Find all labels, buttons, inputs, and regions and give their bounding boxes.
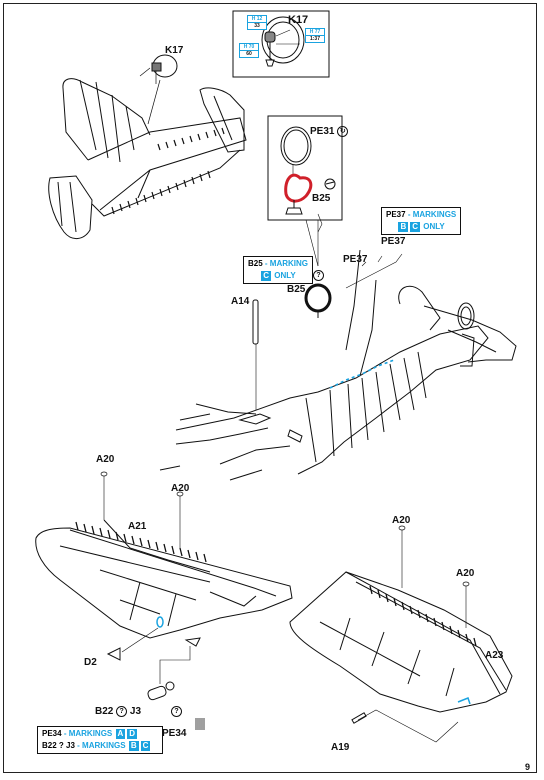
label-pe31: PE31 ↻: [310, 126, 349, 137]
label-a20-3: A20: [392, 515, 411, 526]
label-a20-4: A20: [456, 568, 475, 579]
pin-marks: [100, 471, 470, 587]
label-a14: A14: [231, 296, 250, 307]
label-pe34: PE34: [162, 728, 187, 739]
label-pe37-b: PE37: [381, 236, 406, 247]
left-wing-assembly: [35, 476, 293, 730]
note-b25-marking: B25 - MARKING C ONLY: [243, 256, 314, 284]
label-pe37-a: PE37: [343, 254, 368, 265]
page-number: 9: [525, 762, 531, 772]
label-a23: A23: [485, 650, 504, 661]
label-b25-inset: B25: [312, 193, 331, 204]
label-k17: K17: [165, 45, 184, 56]
label-k17-inset: K17: [288, 14, 309, 26]
question-icon-pe34: ?: [171, 706, 182, 717]
label-a20-2: A20: [171, 483, 190, 494]
fuselage-assembly: [159, 249, 517, 481]
pe31-inset-box: [267, 115, 343, 233]
label-a21: A21: [128, 521, 147, 532]
right-wing-assembly: [289, 530, 513, 743]
label-d2: D2: [84, 657, 97, 668]
label-a19: A19: [331, 742, 350, 753]
label-a20-1: A20: [96, 454, 115, 465]
tail-assembly: [48, 54, 247, 239]
flip-icon: ↻: [337, 126, 349, 137]
page-frame: [3, 3, 537, 773]
label-b25: B25: [287, 284, 306, 295]
question-icon-b25: ?: [313, 270, 324, 281]
label-b22-j3: B22 ? J3: [95, 706, 142, 718]
